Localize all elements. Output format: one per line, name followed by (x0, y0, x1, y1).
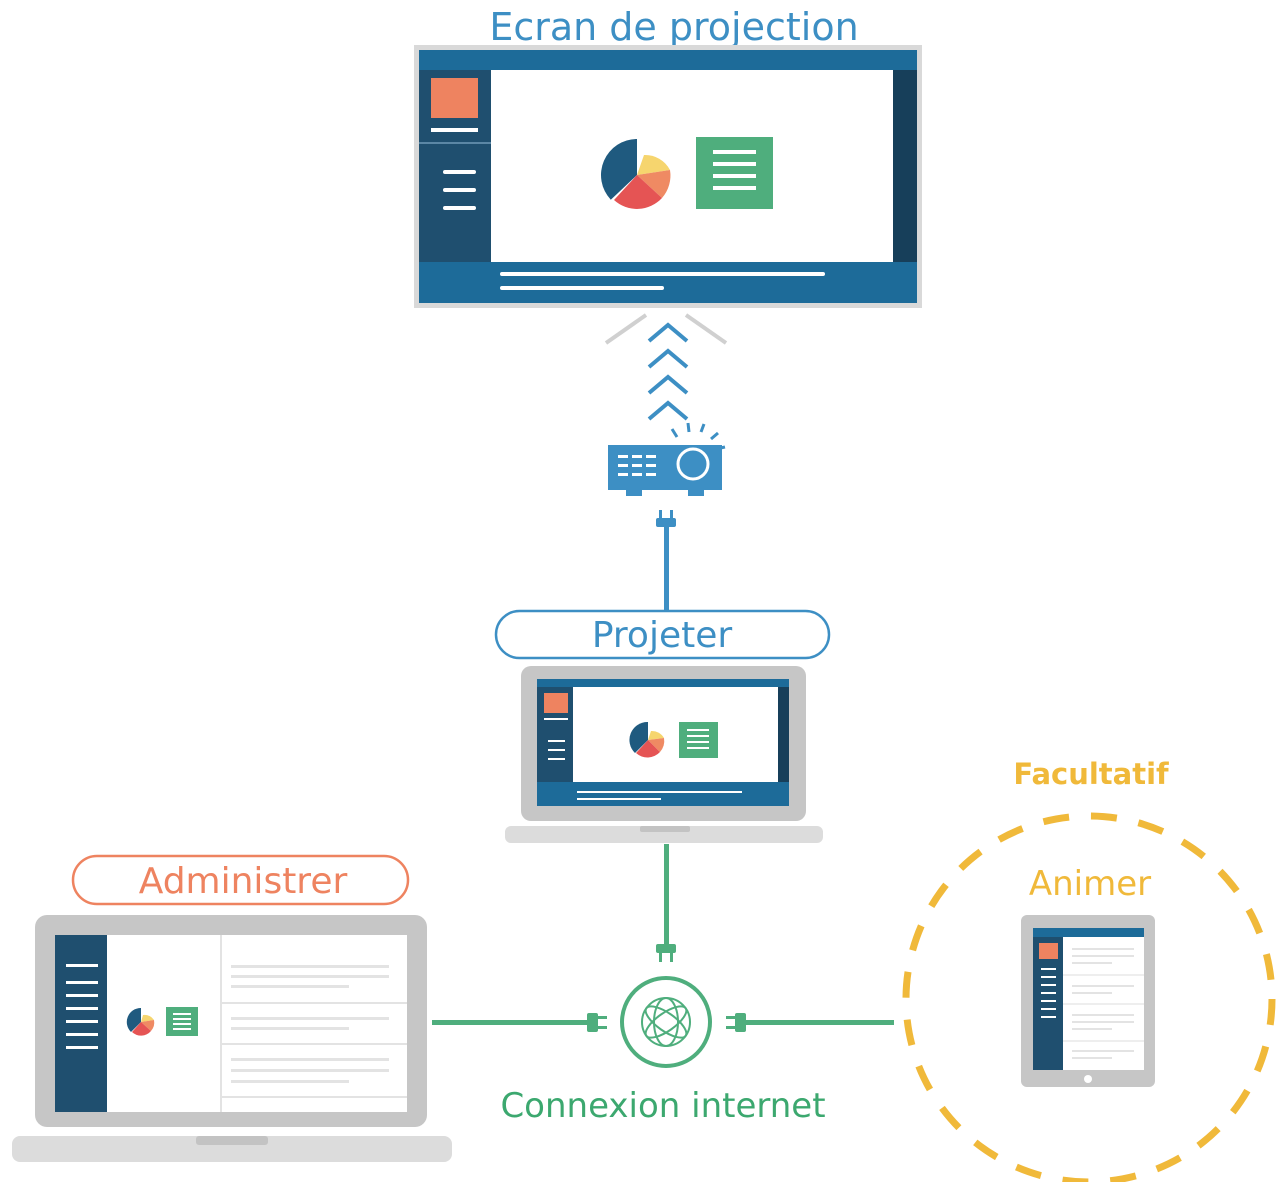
admin-laptop (12, 915, 452, 1162)
projector-cable (664, 527, 669, 611)
document-icon (696, 137, 773, 209)
chevron-up-icon (647, 322, 689, 421)
tablet-cable (746, 1020, 894, 1025)
internet-label: Connexion internet (500, 1086, 825, 1126)
animate-label: Animer (1029, 864, 1151, 904)
optional-label: Facultatif (1013, 757, 1169, 791)
plug-icon (656, 944, 676, 962)
administer-label-pill (71, 854, 410, 906)
plug-icon (726, 1013, 746, 1032)
screen-title: Ecran de projection (489, 5, 858, 49)
tablet (1021, 915, 1155, 1087)
projection-beam (604, 313, 728, 345)
project-label: Projeter (592, 615, 733, 656)
globe-icon (620, 976, 712, 1068)
optional-dashed-circle (902, 812, 1276, 1182)
plug-icon (587, 1013, 607, 1032)
administer-label: Administrer (139, 861, 348, 902)
plug-icon (656, 510, 676, 527)
pie-chart-icon (600, 139, 671, 209)
admin-cable (432, 1020, 587, 1025)
projection-screen (414, 45, 922, 308)
project-label-pill (494, 609, 831, 660)
projector-icon (608, 422, 726, 496)
project-laptop (505, 666, 823, 843)
laptop-cable (664, 844, 669, 944)
